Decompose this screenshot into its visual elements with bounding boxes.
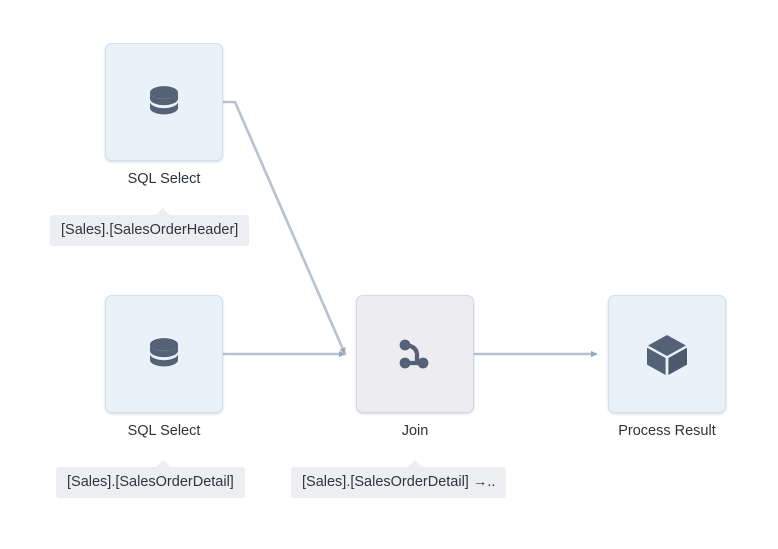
tooltip-join-expression: [Sales].[SalesOrderDetail] →.. xyxy=(291,460,507,498)
tooltip-sales-order-detail: [Sales].[SalesOrderDetail] xyxy=(56,460,245,498)
node-label-process-result: Process Result xyxy=(618,423,716,439)
tooltip-sales-order-header: [Sales].[SalesOrderHeader] xyxy=(50,208,250,246)
tooltip-caret-icon xyxy=(155,208,171,216)
node-label-sql-select-header: SQL Select xyxy=(127,171,201,187)
node-sql-select-detail[interactable] xyxy=(105,295,223,413)
node-label-sql-select-detail: SQL Select xyxy=(127,423,201,439)
node-join[interactable] xyxy=(356,295,474,413)
tooltip-caret-icon xyxy=(407,460,423,468)
database-icon xyxy=(140,78,188,126)
tooltip-text: [Sales].[SalesOrderHeader] xyxy=(61,222,239,238)
tooltip-text: [Sales].[SalesOrderDetail] →.. xyxy=(302,474,496,490)
node-label-join: Join xyxy=(401,423,429,439)
database-icon xyxy=(140,330,188,378)
node-process-result[interactable] xyxy=(608,295,726,413)
cube-icon xyxy=(642,329,692,379)
join-icon xyxy=(392,331,438,377)
tooltip-text: [Sales].[SalesOrderDetail] xyxy=(67,474,234,490)
node-sql-select-header[interactable] xyxy=(105,43,223,161)
tooltip-caret-icon xyxy=(155,460,171,468)
